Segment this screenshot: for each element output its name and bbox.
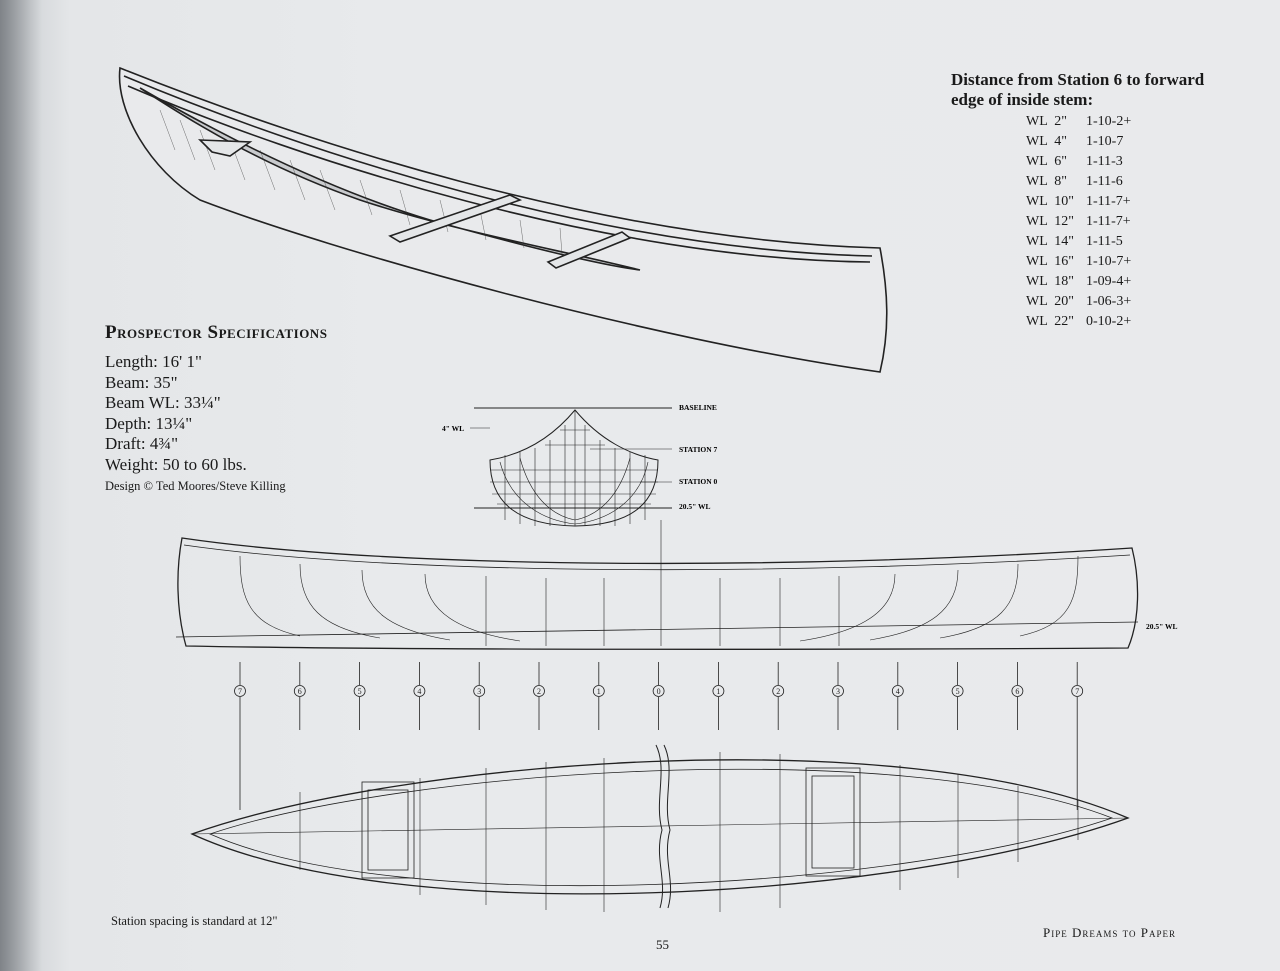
- station-number: 6: [298, 687, 302, 696]
- station-number: 4: [896, 687, 900, 696]
- distance-table: WL 2" 1-10-2+ WL 4" 1-10-7 WL 6" 1-11-3 WL 8" 1…: [1026, 112, 1131, 332]
- distance-row: WL 4" 1-10-7: [1026, 132, 1131, 152]
- distance-wl-cell: WL 18": [1026, 274, 1074, 289]
- distance-wl-cell: WL 10": [1026, 194, 1074, 209]
- station-number: 0: [657, 687, 661, 696]
- wl4-label: 4" WL: [442, 424, 464, 433]
- station-marker: 2: [533, 662, 545, 730]
- stern-seat-drawing: [805, 767, 861, 877]
- distance-row: WL 8" 1-11-6: [1026, 172, 1131, 192]
- distance-wl-cell: WL 8": [1026, 174, 1067, 189]
- distance-row: WL 20" 1-06-3+: [1026, 292, 1131, 312]
- specifications-list: Length: 16' 1" Beam: 35" Beam WL: 33¼" D…: [105, 352, 247, 475]
- distance-row: WL 6" 1-11-3: [1026, 152, 1131, 172]
- station-marker: 1: [712, 662, 725, 730]
- spec-beam: Beam: 35": [105, 372, 178, 392]
- body-plan-drawing: [470, 407, 672, 527]
- station-number: 4: [417, 687, 421, 696]
- station-number: 2: [537, 687, 541, 696]
- spec-draft: Draft: 4¾": [105, 434, 179, 453]
- distance-wl-cell: WL 16": [1026, 254, 1074, 269]
- distance-value-cell: 1-11-5: [1086, 234, 1123, 249]
- station-marker: 0: [652, 662, 665, 730]
- distance-wl-cell: WL 12": [1026, 214, 1074, 229]
- specifications-title: Prospector Specifications: [105, 322, 328, 343]
- distance-wl-cell: WL 2": [1026, 114, 1067, 129]
- station-number: 7: [238, 687, 242, 696]
- spec-weight: Weight: 50 to 60 lbs.: [105, 454, 247, 474]
- page-number: 55: [656, 937, 669, 952]
- profile-view-drawing: [175, 520, 1139, 650]
- station-marker: 6: [1011, 662, 1024, 730]
- station-marker: 7: [234, 662, 246, 810]
- distance-value-cell: 1-11-7+: [1086, 194, 1131, 209]
- distance-value-cell: 1-10-7: [1086, 134, 1124, 149]
- station-markers: 7 6 5 4 3 2 1 0 1 2 3 4 5 6 7: [234, 662, 1084, 810]
- station-marker: 4: [413, 662, 426, 730]
- station-number: 5: [956, 687, 960, 696]
- station-marker: 6: [293, 662, 306, 730]
- book-spine-shadow: [0, 0, 42, 971]
- distance-value-cell: 1-06-3+: [1086, 294, 1132, 309]
- distance-wl-cell: WL 14": [1026, 234, 1074, 249]
- station-marker: 3: [832, 662, 844, 730]
- profile-wl-label: 20.5" WL: [1146, 622, 1178, 631]
- wl205-label: 20.5" WL: [679, 502, 711, 511]
- distance-value-cell: 1-10-2+: [1086, 114, 1132, 129]
- distance-row: WL 2" 1-10-2+: [1026, 112, 1131, 132]
- distance-row: WL 18" 1-09-4+: [1026, 272, 1131, 292]
- station-number: 1: [597, 687, 601, 696]
- station0-label: STATION 0: [679, 477, 718, 486]
- design-credit: Design © Ted Moores/Steve Killing: [105, 479, 286, 493]
- station-marker: 7: [1071, 662, 1084, 810]
- perspective-canoe-drawing: [118, 66, 888, 373]
- station-number: 3: [836, 687, 840, 696]
- station-marker: 1: [592, 662, 605, 730]
- station-marker: 5: [353, 662, 366, 730]
- distance-row: WL 14" 1-11-5: [1026, 232, 1131, 252]
- station-marker: 4: [891, 662, 904, 730]
- spec-beam-wl: Beam WL: 33¼": [105, 393, 221, 412]
- spec-length: Length: 16' 1": [105, 352, 202, 371]
- distance-wl-cell: WL 6": [1026, 154, 1067, 169]
- station-number: 5: [358, 687, 362, 696]
- station-number: 7: [1075, 687, 1079, 696]
- distance-row: WL 12" 1-11-7+: [1026, 212, 1131, 232]
- distance-wl-cell: WL 22": [1026, 314, 1074, 329]
- distance-value-cell: 1-11-7+: [1086, 214, 1131, 229]
- distance-value-cell: 1-09-4+: [1086, 274, 1132, 289]
- distance-value-cell: 1-11-3: [1086, 154, 1123, 169]
- station-spacing-note: Station spacing is standard at 12": [111, 914, 278, 928]
- station-number: 6: [1015, 687, 1019, 696]
- station7-label: STATION 7: [679, 445, 718, 454]
- plan-view-drawing: [190, 744, 1130, 912]
- station-marker: 2: [772, 662, 785, 730]
- bow-seat-drawing: [361, 781, 415, 879]
- distance-row: WL 16" 1-10-7+: [1026, 252, 1131, 272]
- station-number: 3: [477, 687, 481, 696]
- distance-value-cell: 1-11-6: [1086, 174, 1123, 189]
- baseline-label: BASELINE: [679, 403, 717, 412]
- distance-row: WL 10" 1-11-7+: [1026, 192, 1131, 212]
- station-number: 1: [716, 687, 720, 696]
- distance-value-cell: 1-10-7+: [1086, 254, 1132, 269]
- station-marker: 5: [951, 662, 964, 730]
- station-number: 2: [776, 687, 780, 696]
- spec-depth: Depth: 13¼": [105, 413, 193, 433]
- station-marker: 3: [473, 662, 486, 730]
- distance-value-cell: 0-10-2+: [1086, 314, 1132, 329]
- distance-wl-cell: WL 20": [1026, 294, 1074, 309]
- distance-heading: Distance from Station 6 to forward edge …: [951, 70, 1205, 109]
- distance-row: WL 22" 0-10-2+: [1026, 312, 1131, 332]
- running-footer: Pipe Dreams to Paper: [1043, 925, 1176, 940]
- distance-wl-cell: WL 4": [1026, 134, 1067, 149]
